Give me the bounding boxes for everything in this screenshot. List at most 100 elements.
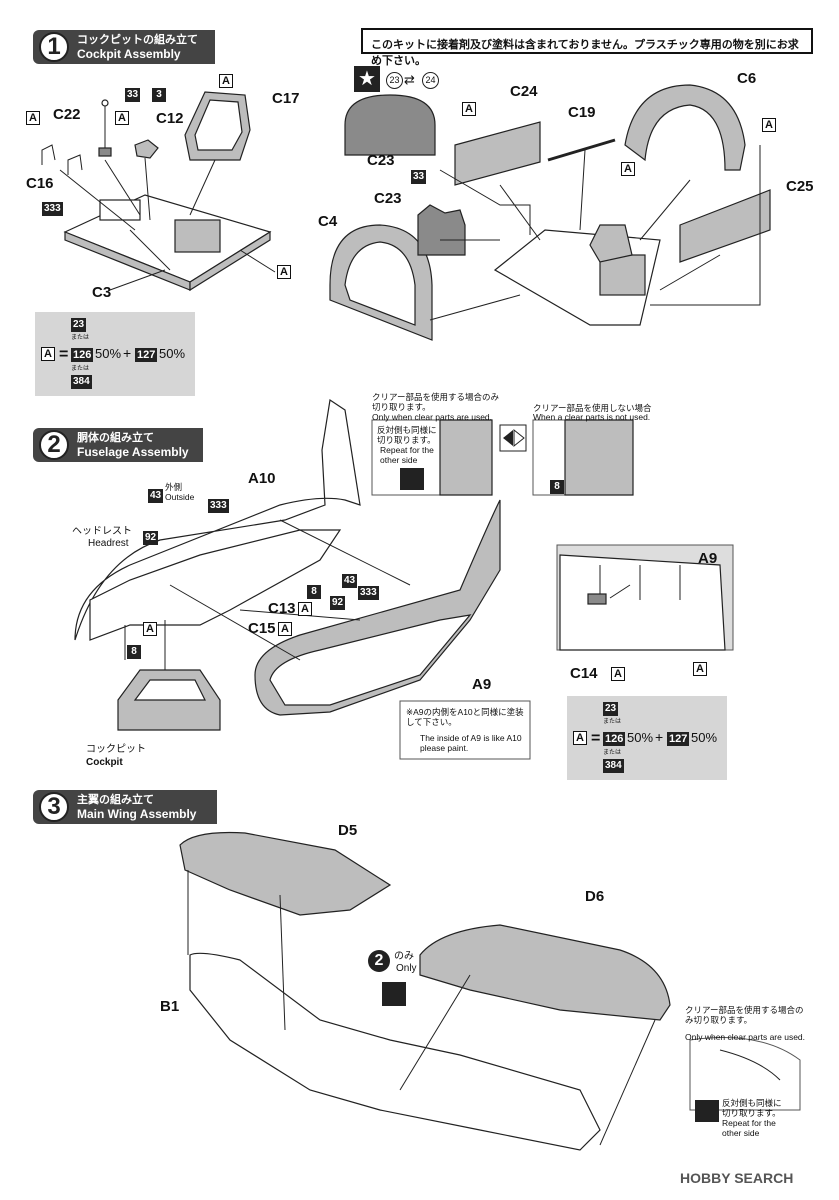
part-label-c6: C6 [737,70,757,87]
drill-icon [382,982,406,1006]
percent-2: 50% [159,346,186,361]
seat-drawing [184,91,251,161]
equals-sign: = [59,346,69,363]
decal-number-text: 23 [389,75,400,85]
cut-knife-icon [400,468,424,490]
percent-1: 50% [95,346,122,361]
color-a-badge: A [26,111,40,125]
headrest-jp: ヘッドレスト [72,526,132,537]
part-label-c15: C15 [248,620,276,637]
color-code-33: 33 [411,170,427,184]
plus-sign: + [123,345,132,361]
color-code-384: 384 [71,375,92,389]
color-a-badge: A [41,347,55,361]
color-a-badge: A [277,265,291,279]
step-title-en: Fuselage Assembly [77,445,189,459]
equals-sign: = [591,730,601,747]
outside-en: Outside [165,492,195,502]
color-code-126: 126 [71,348,94,362]
clear-not-jp: クリアー部品を使用しない場合 [533,403,652,413]
color-code-8: 8 [307,585,321,599]
color-code-43: 43 [342,574,358,588]
color-code-23: 23 [603,702,619,716]
clear-used-jp: クリアー部品を使用する場合のみ切り取ります。 [372,392,499,412]
percent-2: 50% [691,730,718,745]
or-label: または [71,335,90,341]
or-label: または [71,366,90,372]
step-1-header: 1 コックピットの組み立て Cockpit Assembly [33,30,215,64]
color-a-badge: A [462,102,476,116]
step-title-en: Cockpit Assembly [77,47,181,61]
color-a-badge: A [621,162,635,176]
watermark: HOBBY SEARCH [680,1170,793,1186]
color-code-23: 23 [71,318,87,332]
part-label-c19: C19 [568,104,596,121]
color-code-333: 333 [358,586,379,600]
color-code-8: 8 [550,480,564,494]
part-label-c16: C16 [26,175,54,192]
color-code-92: 92 [143,531,159,545]
cockpit-floor-drawing [63,194,272,292]
only-step-number: 2 [374,952,384,969]
color-a-badge: A [115,111,129,125]
part-label-c22: C22 [53,106,81,123]
decal-number-text: 24 [425,75,436,85]
percent-1: 50% [627,730,654,745]
repeat-jp: 反対側も同様に切り取ります。 [377,425,437,445]
part-label-a9-detail: A9 [698,550,718,567]
color-a-badge: A [611,667,625,681]
notice-box: このキットに接着剤及び塗料は含まれておりません。プラスチック専用の物を別にお求め… [361,28,813,67]
part-label-c4: C4 [318,213,338,230]
star-decal-icon: ★ [354,66,380,92]
color-code-333: 333 [42,202,63,216]
color-code-3: 3 [152,88,166,102]
only-jp: のみ [394,951,414,962]
cockpit-en: Cockpit [86,757,123,768]
clear-used-jp: クリアー部品を使用する場合のみ切り取ります。 [685,1005,804,1025]
wing-drawing [179,831,671,1151]
part-label-a9: A9 [472,676,492,693]
color-code-384: 384 [603,759,624,773]
cockpit-jp: コックピット [86,744,146,755]
fuselage-drawing [74,398,501,716]
part-label-a10: A10 [248,470,276,487]
part-label-c24: C24 [510,83,538,100]
part-label-c14: C14 [570,665,598,682]
color-a-badge: A [278,622,292,636]
color-code-43: 43 [148,489,164,503]
swap-arrows-icon: ⇄ [404,72,415,87]
plus-sign: + [655,729,664,745]
step-number: 1 [39,32,69,62]
decal-number-24: 24 [422,72,439,89]
color-code-333: 333 [208,499,229,513]
color-code-92: 92 [330,596,346,610]
step-3-header: 3 主翼の組み立て Main Wing Assembly [33,790,217,824]
bulkhead-c4-drawing [329,224,433,341]
step-number: 2 [39,430,69,460]
part-label-c23: C23 [374,190,402,207]
clear-used-en: Only when clear parts are used. [685,1032,806,1042]
or-label: または [603,750,622,756]
a9-note-jp: ※A9の内側をA10と同様に塗装して下さい。 [406,707,524,727]
step-title-jp: 胴体の組み立て [77,432,154,444]
or-label: または [603,719,622,725]
repeat-en: Repeat for the other side [380,445,434,465]
repeat-en: Repeat for the other side [722,1118,776,1138]
headrest-en: Headrest [88,538,129,549]
part-label-c17: C17 [272,90,300,107]
decal-number-23: 23 [386,72,403,89]
color-a-badge: A [573,731,587,745]
part-label-b1: B1 [160,998,180,1015]
color-code-126: 126 [603,732,626,746]
part-label-d5: D5 [338,822,358,839]
color-a-badge: A [219,74,233,88]
repeat-jp: 反対側も同様に切り取ります。 [722,1098,782,1118]
outside-jp: 外側 [165,482,183,492]
color-code-127: 127 [135,348,158,362]
a9-note-en: The inside of A9 is like A10 please pain… [420,733,522,753]
watermark-text: HOBBY SEARCH [680,1170,794,1186]
cut-knife-icon [695,1100,719,1122]
color-code-33: 33 [125,88,141,102]
part-label-c23-panel: C23 [367,152,395,169]
